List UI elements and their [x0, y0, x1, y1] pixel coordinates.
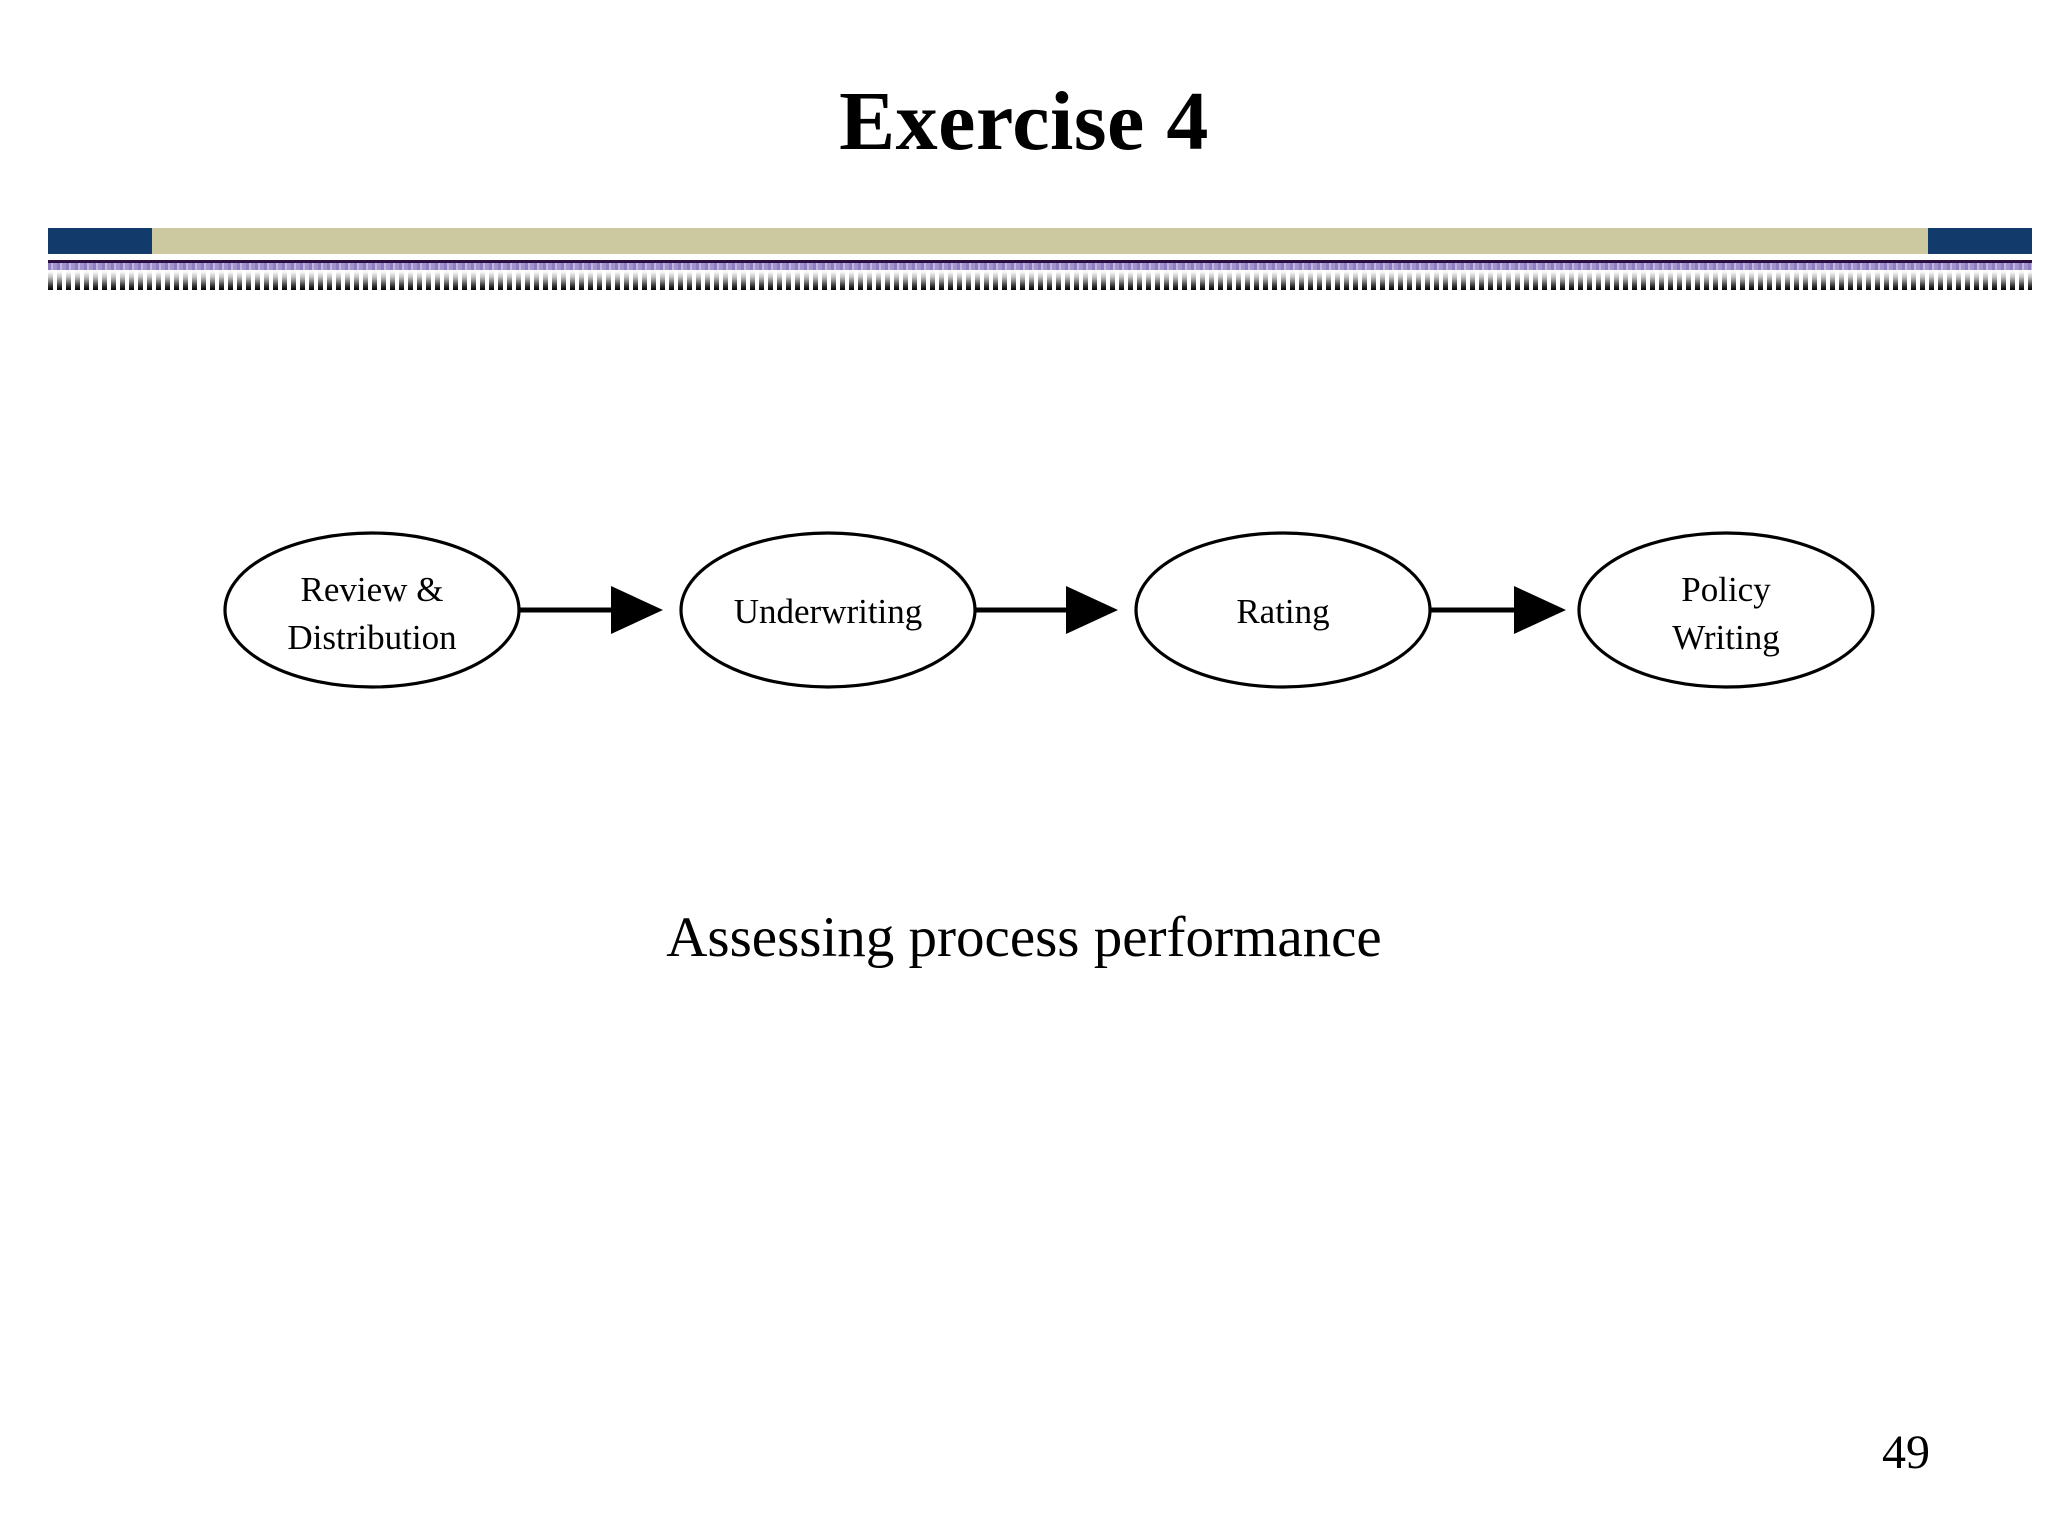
flow-node-policy-writing[interactable]: Policy Writing	[1577, 531, 1875, 689]
flow-node-rating[interactable]: Rating	[1134, 531, 1432, 689]
divider-lavender-stripe	[48, 263, 2032, 270]
flow-node-underwriting[interactable]: Underwriting	[679, 531, 977, 689]
flow-node-label-line1: Policy	[1681, 570, 1771, 609]
decorative-divider	[48, 228, 2032, 290]
flow-node-review-distribution[interactable]: Review & Distribution	[223, 531, 521, 689]
process-flow-diagram: Review & Distribution Underwriting Ratin…	[200, 500, 1950, 720]
process-flow-svg: Review & Distribution Underwriting Ratin…	[223, 531, 1875, 689]
flow-connector-1	[520, 586, 663, 634]
flow-connector-2	[975, 586, 1118, 634]
flow-node-label-line1: Rating	[1236, 592, 1329, 631]
divider-hairline	[48, 260, 2032, 263]
flow-node-label-line2: Writing	[1672, 618, 1779, 657]
page-title: Exercise 4	[839, 75, 1209, 168]
page-number: 49	[1882, 1426, 1930, 1479]
flow-node-label-line1: Review &	[301, 570, 444, 609]
flow-node-label-line2: Distribution	[287, 618, 456, 657]
flow-node-label-line1: Underwriting	[734, 592, 923, 631]
divider-tan-bar	[48, 228, 2032, 254]
divider-cap-right	[1928, 228, 2032, 254]
divider-comb-teeth	[48, 270, 2032, 290]
divider-cap-left	[48, 228, 152, 254]
flow-connector-3	[1430, 586, 1566, 634]
diagram-caption: Assessing process performance	[666, 906, 1382, 969]
divider-gap	[48, 254, 2032, 260]
